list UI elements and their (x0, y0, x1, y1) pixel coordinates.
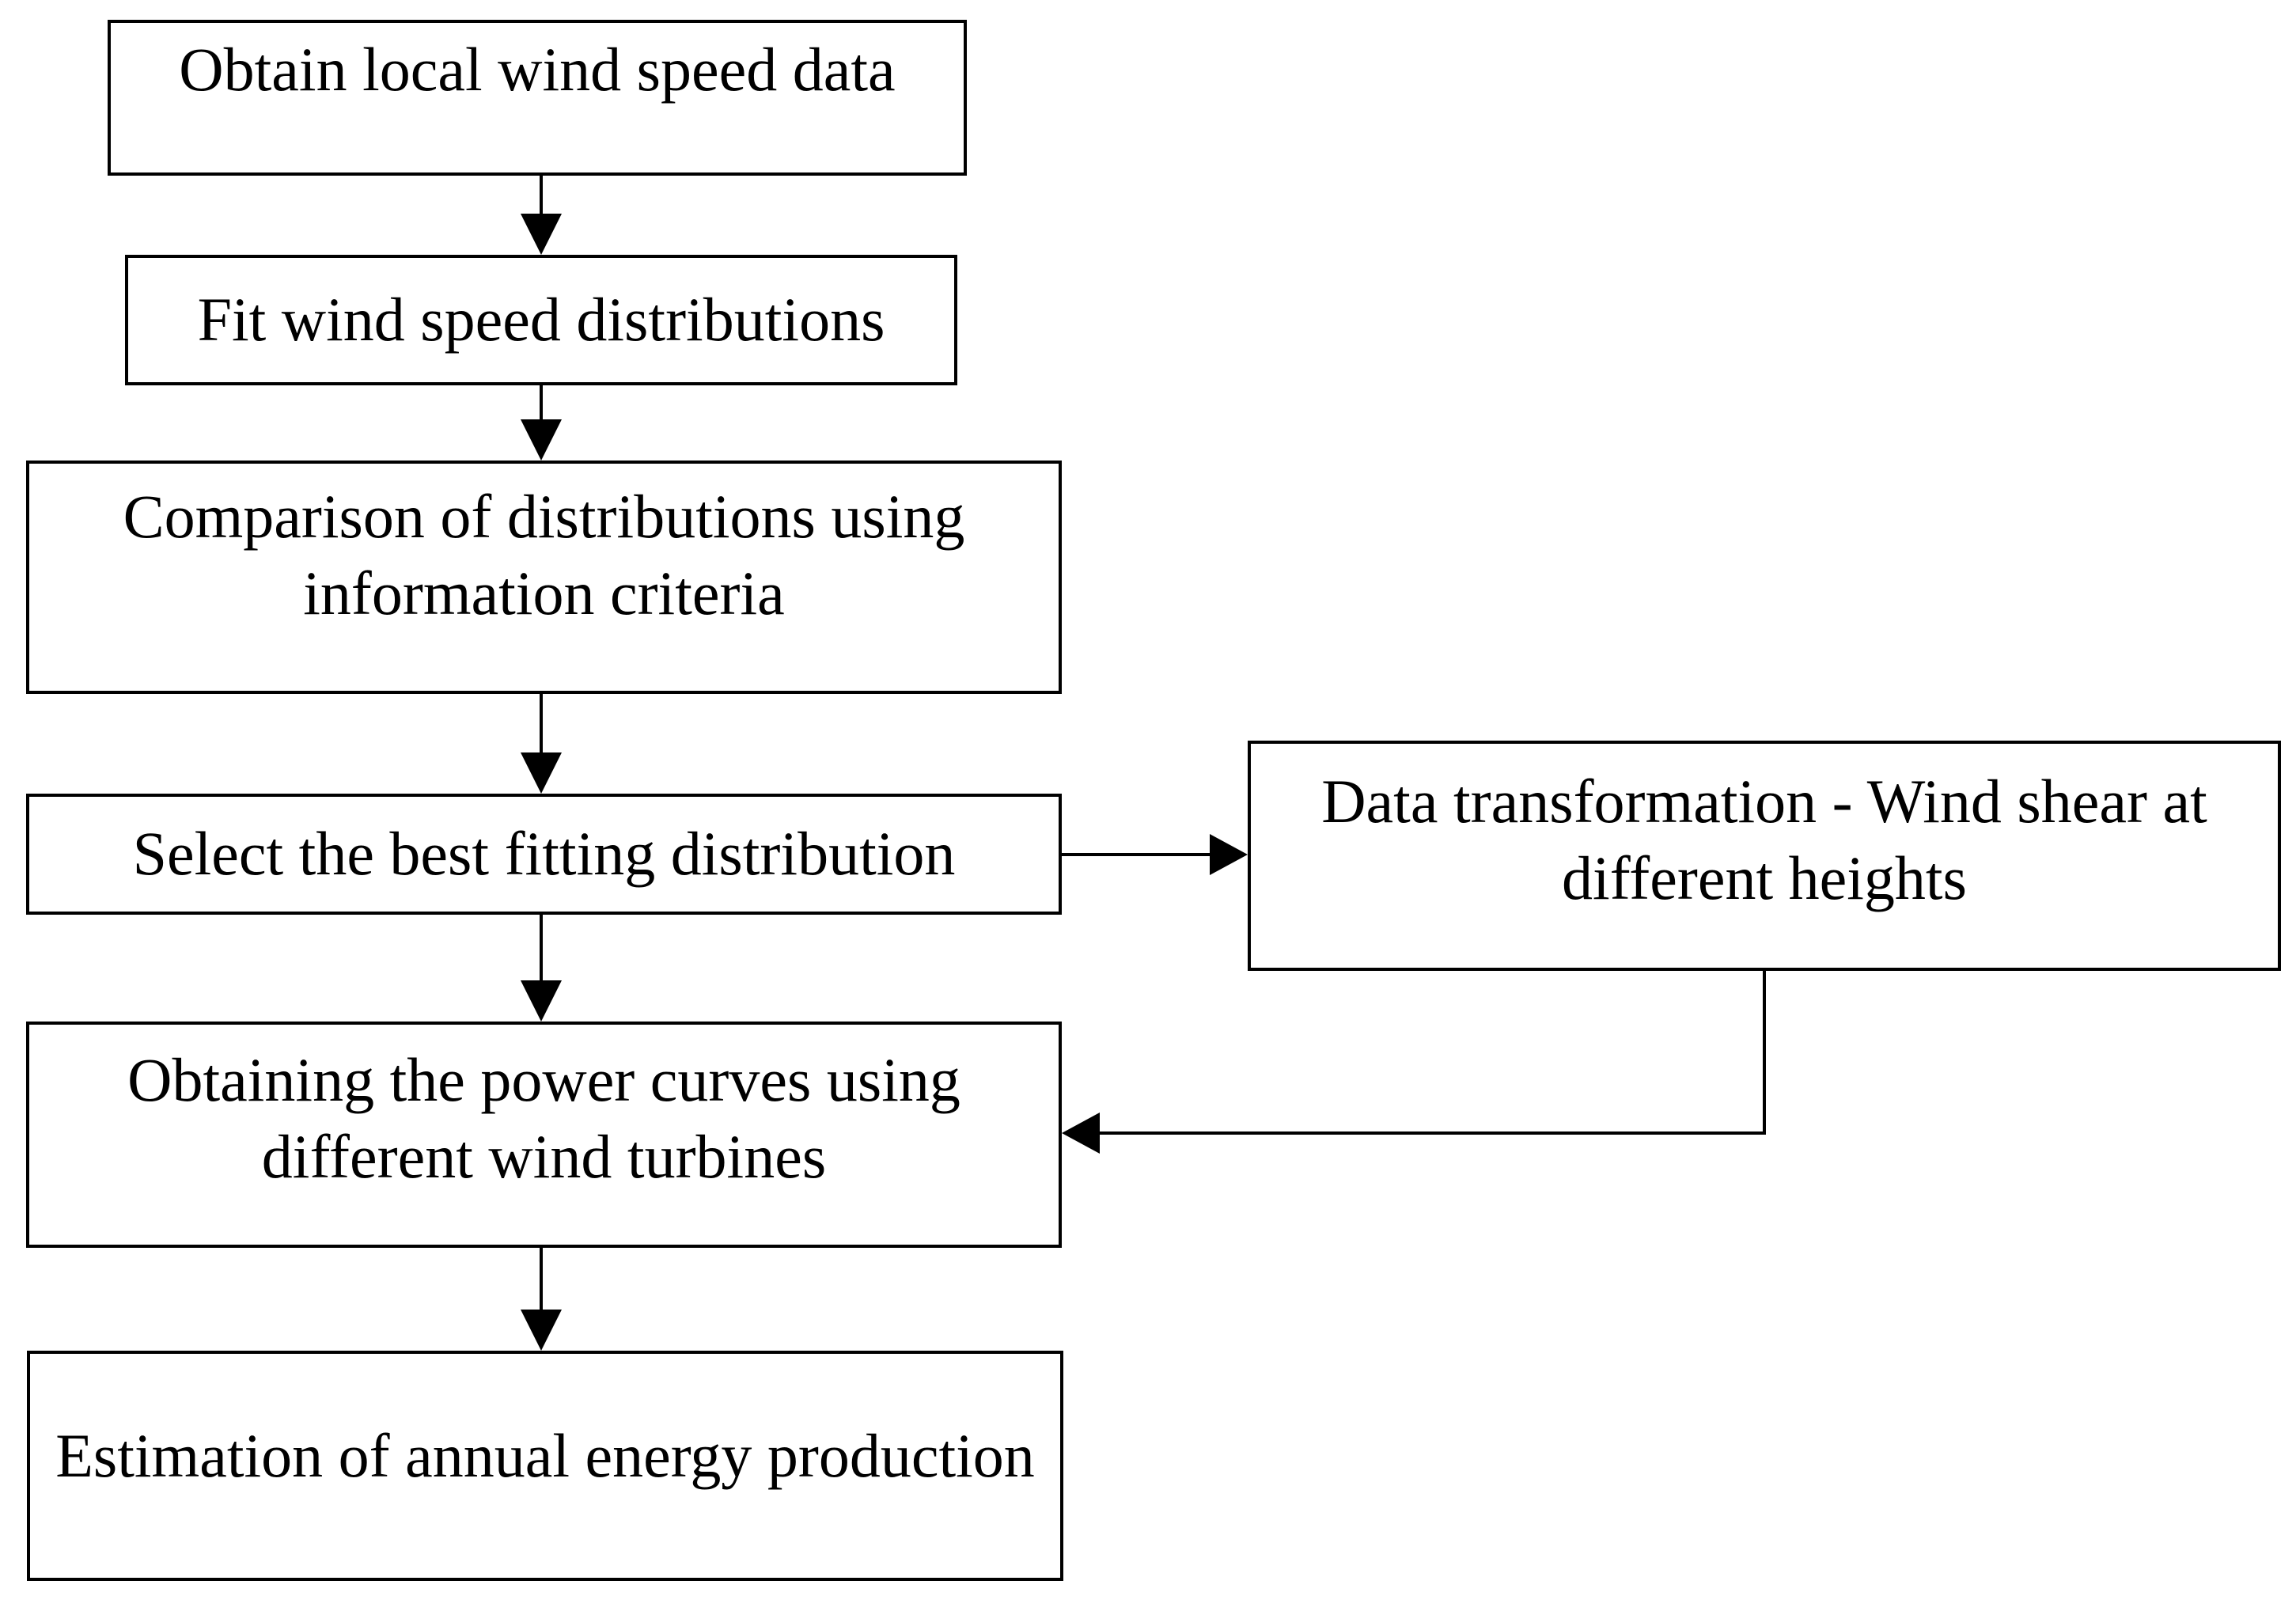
node-power-curves-label: Obtaining the power curves using differe… (127, 1045, 960, 1191)
edge-power-to-estimate-line (540, 1248, 543, 1310)
edge-select-to-power-arrowhead-icon (521, 980, 562, 1022)
edge-transform-to-power-horizontal-line (1100, 1131, 1766, 1135)
edge-compare-to-select-arrowhead-icon (521, 752, 562, 794)
edge-select-to-transform-arrowhead-icon (1210, 834, 1248, 875)
node-comparison-information-criteria-label: Comparison of distributions using inform… (123, 482, 965, 627)
edge-select-to-transform-line (1062, 853, 1210, 856)
edge-transform-to-power-vertical-line (1763, 971, 1766, 1135)
node-fit-distributions-label: Fit wind speed distributions (197, 285, 885, 354)
node-annual-energy-production: Estimation of annual energy production (27, 1351, 1063, 1581)
node-comparison-information-criteria: Comparison of distributions using inform… (26, 461, 1062, 694)
node-data-transformation-wind-shear-label: Data transformation - Wind shear at diff… (1321, 766, 2207, 912)
node-fit-distributions: Fit wind speed distributions (125, 255, 957, 385)
edge-compare-to-select-line (540, 694, 543, 752)
edge-fit-to-compare-line (540, 385, 543, 419)
node-power-curves: Obtaining the power curves using differe… (26, 1022, 1062, 1248)
edge-power-to-estimate-arrowhead-icon (521, 1310, 562, 1351)
edge-select-to-power-line (540, 915, 543, 980)
node-select-best-distribution-label: Select the best fitting distribution (132, 819, 956, 889)
edge-transform-to-power-arrowhead-icon (1062, 1113, 1100, 1154)
edge-fit-to-compare-arrowhead-icon (521, 419, 562, 461)
node-annual-energy-production-label: Estimation of annual energy production (55, 1420, 1035, 1490)
node-obtain-wind-data-label: Obtain local wind speed data (179, 35, 896, 104)
node-select-best-distribution: Select the best fitting distribution (26, 794, 1062, 915)
edge-obtain-to-fit-arrowhead-icon (521, 214, 562, 255)
node-data-transformation-wind-shear: Data transformation - Wind shear at diff… (1248, 741, 2281, 971)
edge-obtain-to-fit-line (540, 176, 543, 214)
node-obtain-wind-data: Obtain local wind speed data (108, 20, 967, 176)
